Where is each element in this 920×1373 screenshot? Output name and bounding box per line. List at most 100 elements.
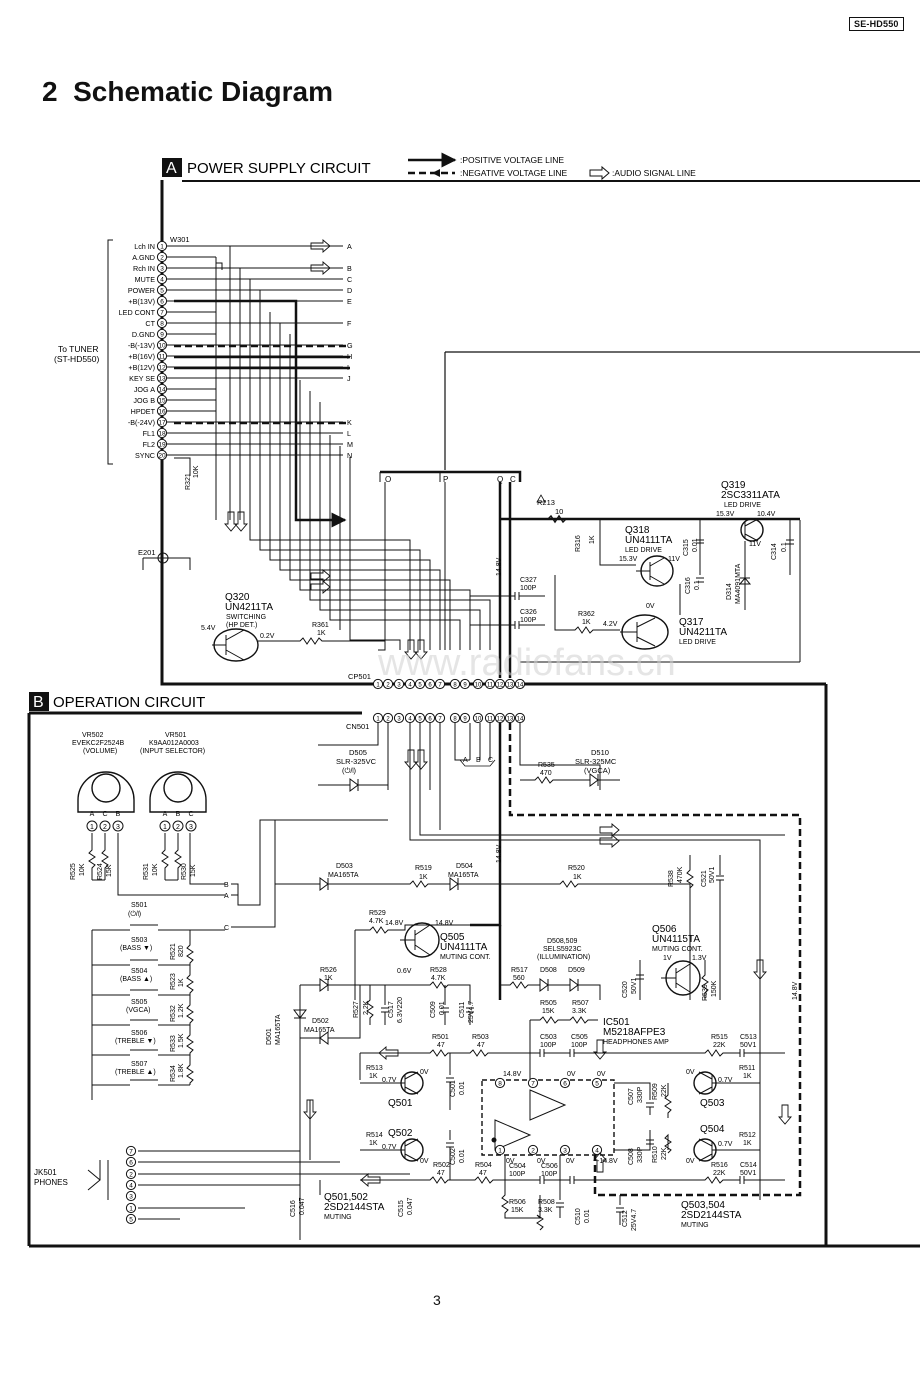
- cp501-pin: [382, 678, 394, 690]
- w301-pin-number: 1: [160, 244, 164, 251]
- w301-pin-tag: E: [347, 297, 352, 306]
- legend-audio-text: :AUDIO SIGNAL LINE: [612, 168, 696, 178]
- label-q318-desc: LED DRIVE: [625, 547, 662, 554]
- cp501-pin-number: 5: [418, 683, 422, 689]
- abc-marker-a: A: [463, 757, 468, 764]
- label-r524-value: 15K: [106, 864, 113, 877]
- label-d510-part: SLR-325MC: [575, 757, 617, 766]
- label-c507: C507: [628, 1088, 635, 1105]
- label-s505-desc: (VGCA): [126, 1007, 151, 1014]
- w301-pin-tag: D: [347, 286, 352, 295]
- label-v0b-q502: 0V: [420, 1158, 429, 1165]
- label-v0-7d: 0.7V: [718, 1141, 733, 1148]
- label-r516-value: 22K: [713, 1170, 726, 1177]
- label-c501: C501: [450, 1080, 457, 1097]
- vr501-pin-number: 3: [189, 824, 193, 831]
- label-c326-value: 100P: [520, 617, 537, 624]
- section-a-badge: [162, 158, 182, 177]
- ic501-pin-number: 3: [563, 1148, 567, 1155]
- jk501-pin-number: 2: [129, 1172, 133, 1179]
- mute-network: [293, 978, 474, 1240]
- cp501-pin: [434, 678, 446, 690]
- ic501-pin-number: 1: [498, 1148, 502, 1155]
- r213-resistor: [547, 514, 567, 524]
- w301-pin-label: JOG B: [133, 396, 155, 405]
- label-r535: R535: [538, 762, 555, 769]
- label-c505: C505: [571, 1034, 588, 1041]
- label-s506-desc: (TREBLE ▼): [115, 1038, 156, 1045]
- right-rc-network: [614, 1082, 785, 1184]
- label-c510: C510: [575, 1208, 582, 1225]
- cp501-pin: [414, 678, 426, 690]
- label-c502: C502: [450, 1148, 457, 1165]
- bus-letter-q: Q: [497, 475, 503, 484]
- w301-pin-number: 13: [158, 376, 166, 383]
- label-r506: R506: [509, 1199, 526, 1206]
- cn501-pin-number: 10: [475, 717, 482, 723]
- label-c509: C509: [430, 1001, 437, 1018]
- ic501-pin: [494, 1077, 506, 1089]
- r361-path: [258, 637, 385, 645]
- w301-pin-circle: [156, 339, 168, 351]
- label-c503: C503: [540, 1034, 557, 1041]
- label-r520-value: 1K: [573, 874, 582, 881]
- cn501-pin: [472, 712, 484, 724]
- label-r527: R527: [353, 1001, 360, 1018]
- ground-e201: [142, 457, 191, 570]
- transistor-q503: [693, 1071, 760, 1095]
- bus-letter-c: C: [510, 475, 516, 484]
- label-q501-502-part: 2SD2144STA: [324, 1202, 385, 1213]
- w301-pin-tag: K: [347, 418, 352, 427]
- label-ic-vm14-8: -14.8V: [597, 1158, 618, 1165]
- ic501-pin-number: 8: [498, 1081, 502, 1088]
- label-v0-6: 0.6V: [397, 968, 412, 975]
- label-v15-3b: 15.3V: [619, 556, 638, 563]
- q318-base-wire: [599, 519, 636, 566]
- label-c502-value: 0.01: [459, 1149, 466, 1163]
- w301-pin-label: FL1: [143, 429, 155, 438]
- audio-arrows-b: [303, 749, 792, 1187]
- vr501-pin: [159, 820, 171, 832]
- label-q319: Q319: [721, 480, 746, 491]
- ic501-pin-number: 7: [531, 1081, 535, 1088]
- w301-pin-circle: [156, 306, 168, 318]
- label-ic-v0c: 0V: [506, 1158, 515, 1165]
- cp501-pin: [372, 678, 384, 690]
- w301-pin-tag: C: [347, 275, 352, 284]
- label-v14-8d: 14.8V: [435, 920, 454, 927]
- w301-pin-number: 14: [158, 387, 166, 394]
- cn501-pin-number: 2: [386, 717, 390, 723]
- label-c314-value: 0.1: [781, 542, 788, 552]
- label-c505-value: 100P: [571, 1042, 588, 1049]
- label-r513: R513: [366, 1065, 383, 1072]
- bus-ticks: [379, 472, 441, 482]
- w301-pin-circle: [156, 416, 168, 428]
- label-r528: R528: [430, 967, 447, 974]
- label-r507: R507: [572, 1000, 589, 1007]
- label-s503-desc: (BASS ▼): [120, 945, 152, 952]
- label-v4-2: 4.2V: [603, 621, 618, 628]
- label-v0-q504: 0V: [686, 1158, 695, 1165]
- label-c520: C520: [622, 981, 629, 998]
- section-a-frame: [160, 180, 920, 686]
- w301-pin-circle: [156, 284, 168, 296]
- w301-pin-circle: [156, 317, 168, 329]
- label-r528-value: 4.7K: [431, 975, 446, 982]
- label-c327-value: 100P: [520, 585, 537, 592]
- label-r524: R524: [97, 863, 104, 880]
- label-r529: R529: [369, 910, 386, 917]
- label-e201: E201: [138, 548, 156, 557]
- cp501-pin-number: 8: [453, 683, 457, 689]
- label-r321: R321: [185, 473, 192, 490]
- label-d508-509: D508,509: [547, 938, 577, 945]
- label-r513-value: 1K: [369, 1073, 378, 1080]
- label-c315: C315: [683, 539, 690, 556]
- label-q501-502-desc: MUTING: [324, 1214, 352, 1221]
- label-q317-part: UN4211TA: [679, 627, 727, 638]
- vr501-pin: [185, 820, 197, 832]
- cp501-pin-number: 4: [408, 683, 412, 689]
- section-b-badge: [29, 692, 49, 711]
- label-r516: R516: [711, 1162, 728, 1169]
- legend-negative-arrow: [432, 169, 440, 177]
